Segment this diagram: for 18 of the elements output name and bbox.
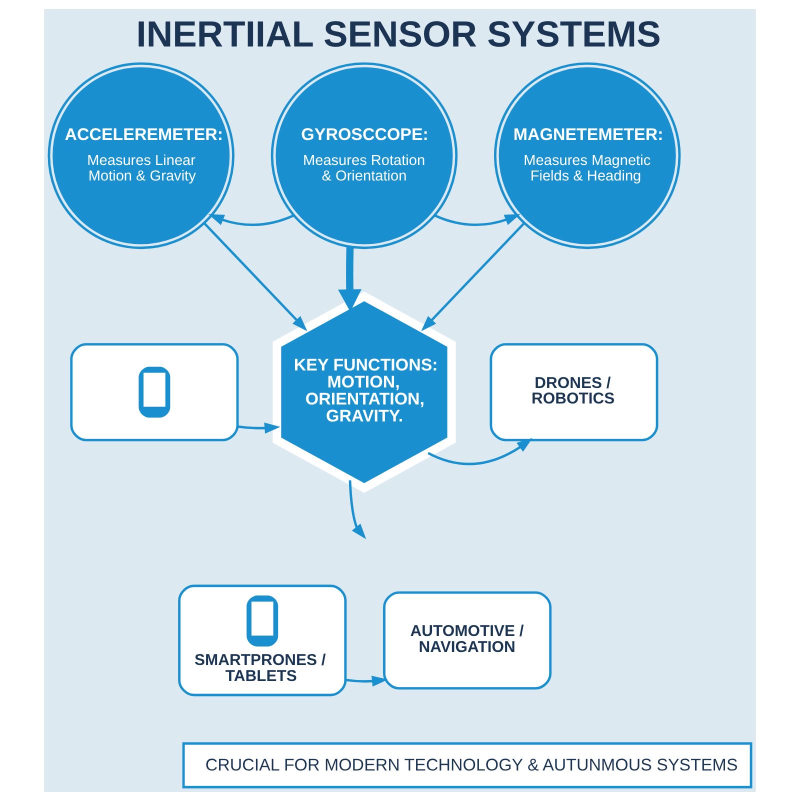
node-circle: MAGNETEMETER: Measures Magnetic Fields & Heading <box>494 62 681 249</box>
arrow <box>434 214 520 226</box>
arrow <box>345 675 388 686</box>
arrow <box>428 438 533 465</box>
arrow <box>208 214 294 226</box>
node-circle: GYROSCCOPE: Measures Rotation & Orientation <box>270 62 458 249</box>
node-box: AUTOMOTIVE / NAVIGATION <box>383 590 552 690</box>
node-box <box>70 342 239 441</box>
node-circle: ACCELEREMETER: Measures Linear Motion & Gravity <box>48 62 234 249</box>
node-box: SMARTPRONES / TABLETS <box>178 584 347 696</box>
arrow <box>421 222 526 331</box>
diagram-title: INERTIIAL SENSOR SYSTEMS <box>136 13 661 54</box>
node-box: CRUCIAL FOR MODERN TECHNOLOGY & AUTUNMOUS SYSTEMS <box>182 742 752 788</box>
arrow <box>348 480 366 539</box>
arrow <box>237 422 280 434</box>
node-box: DRONES / ROBOTICS <box>490 342 658 441</box>
arrow <box>338 246 362 312</box>
arrow <box>203 222 308 331</box>
